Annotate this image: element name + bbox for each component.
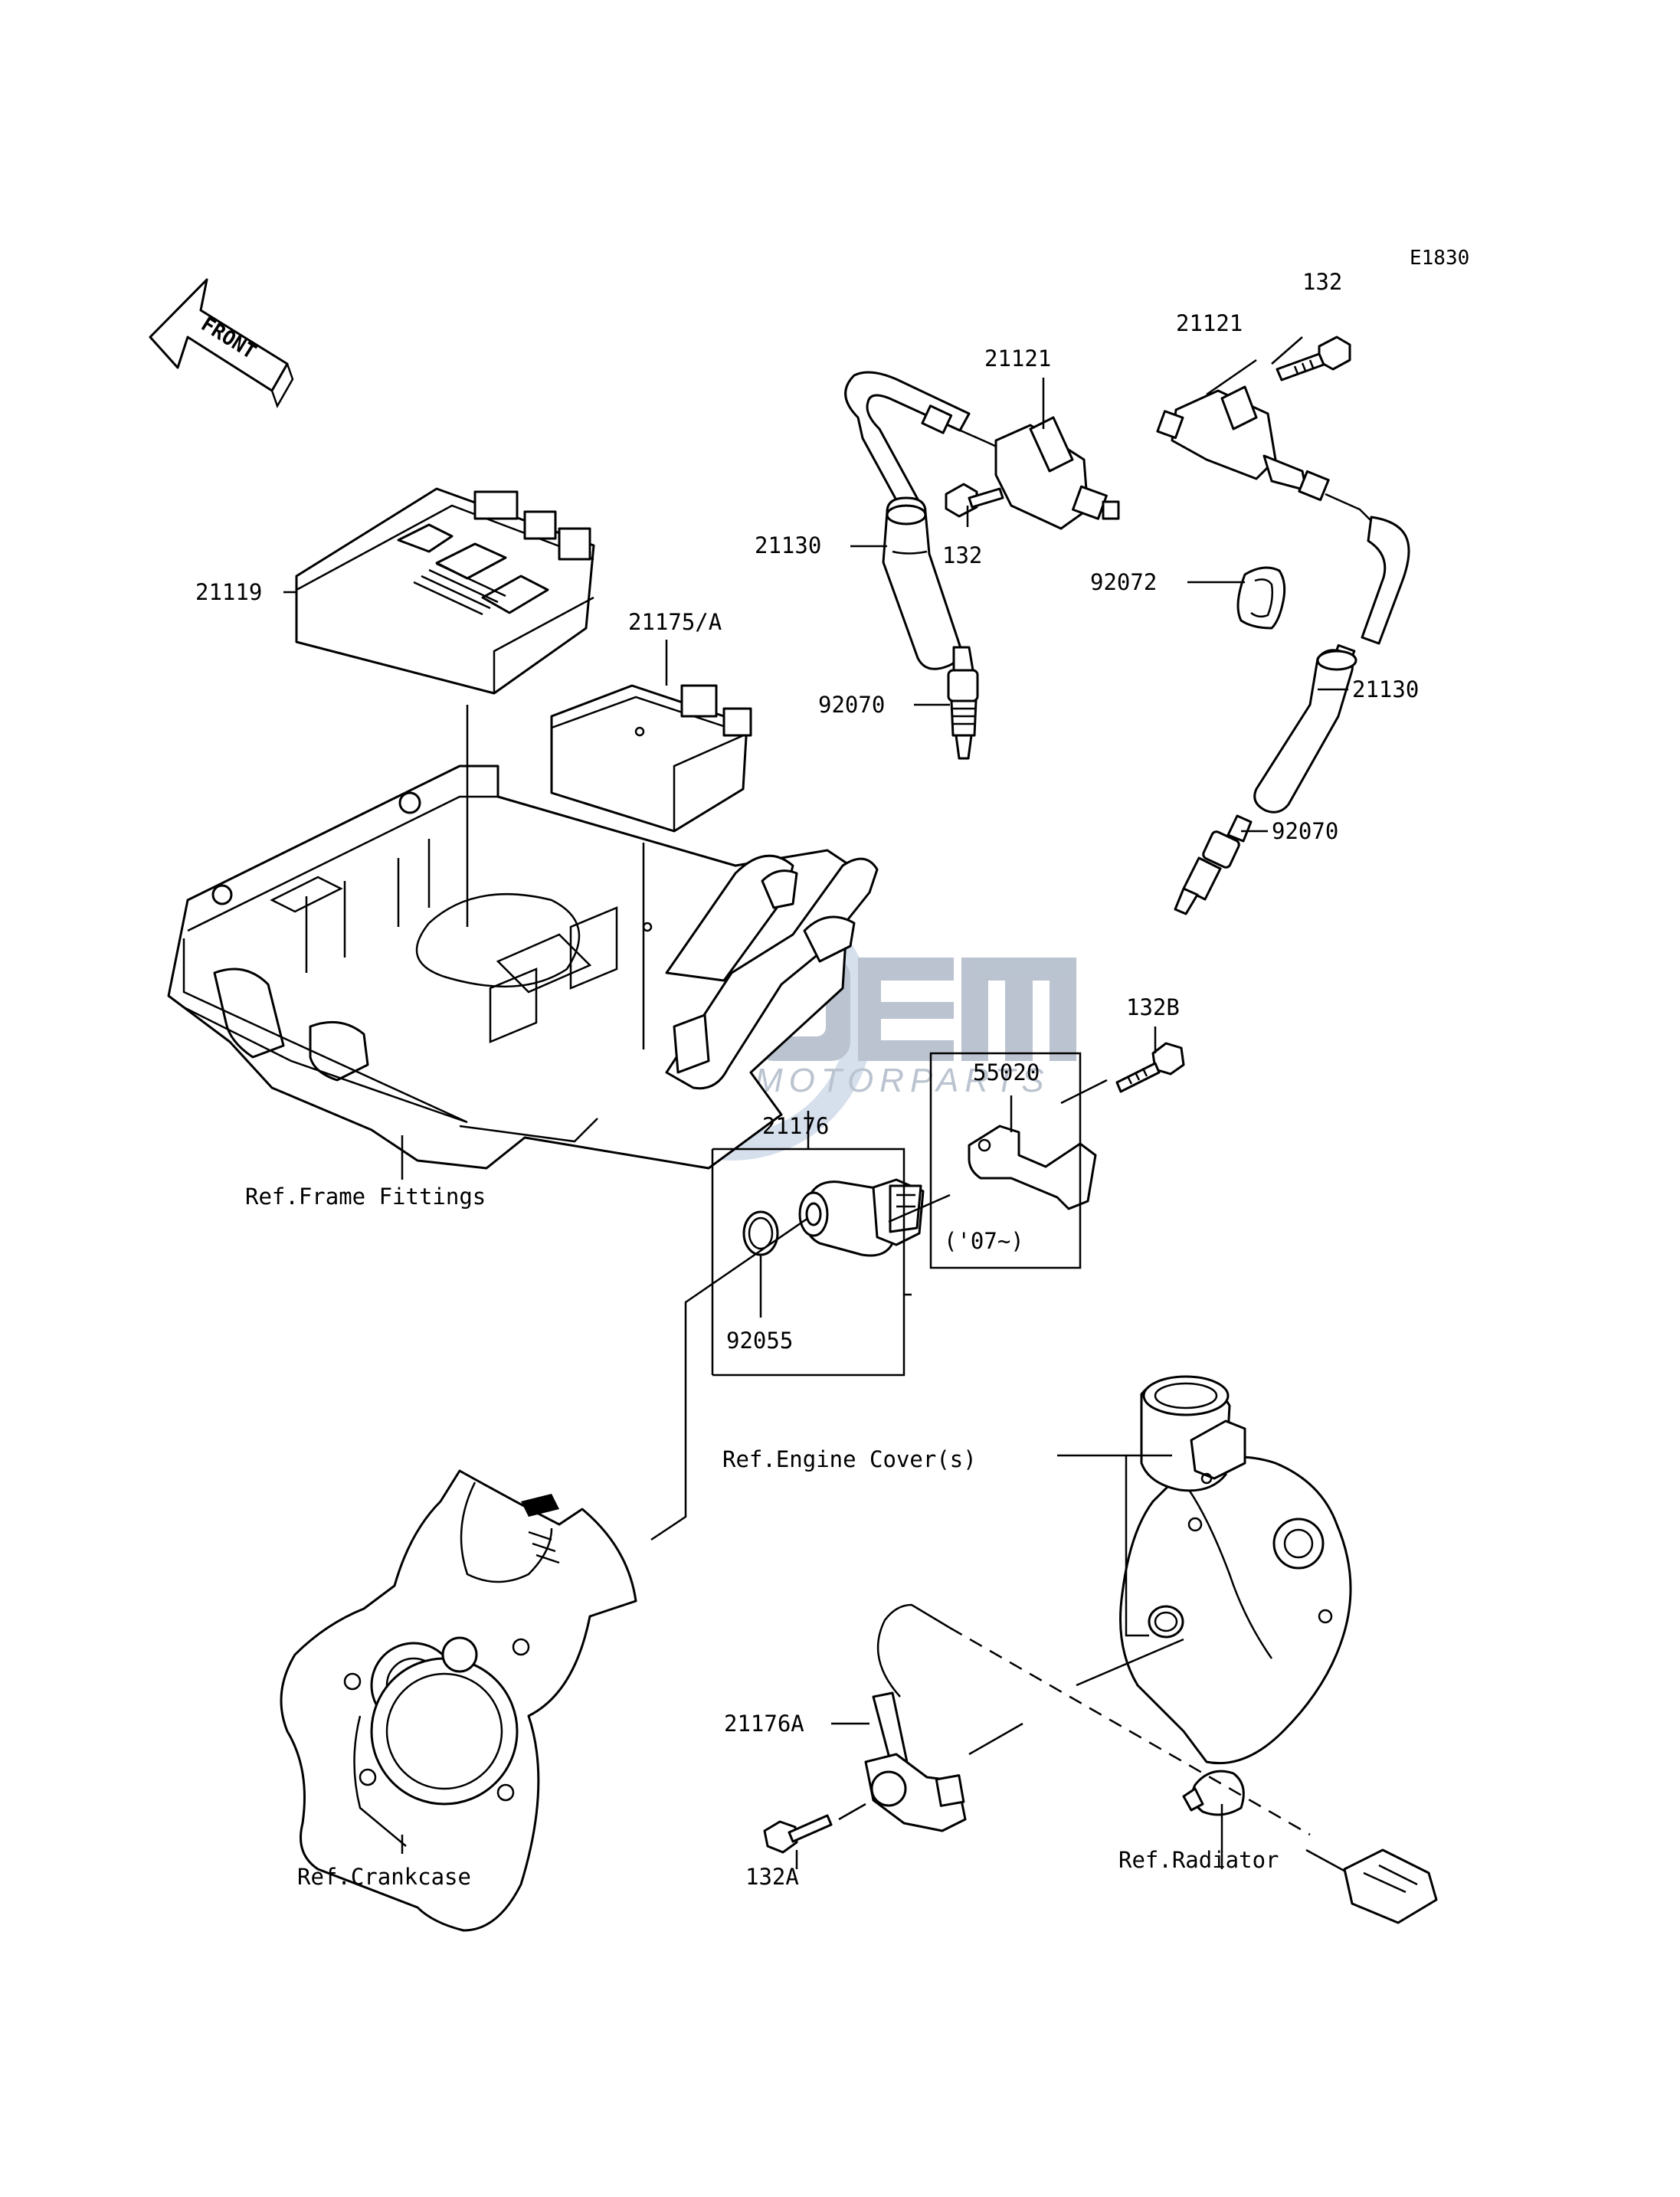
label-07-onward: ('07~) (944, 1228, 1024, 1254)
part-labels: 132 21121 21121 132 21130 21119 21175/A … (195, 269, 1419, 1890)
radiator-clamp (1182, 1770, 1245, 1816)
plug-cap-left (882, 496, 962, 670)
label-21175A: 21175/A (628, 609, 722, 635)
front-direction-arrow: FRONT (149, 278, 294, 408)
o-ring-92055 (742, 1210, 779, 1256)
label-55020: 55020 (973, 1059, 1040, 1085)
engine-cover (1119, 1375, 1352, 1765)
label-92070-left: 92070 (818, 692, 885, 718)
leader-lines (283, 336, 1348, 1869)
o-ring-engine-cover (1148, 1605, 1184, 1639)
label-ref-radiator: Ref.Radiator (1118, 1847, 1279, 1873)
diagram-code: E1830 (1410, 247, 1469, 270)
label-21130-right: 21130 (1352, 676, 1419, 702)
label-ref-frame-fittings: Ref.Frame Fittings (245, 1184, 486, 1210)
cam-position-sensor-21176 (798, 1178, 925, 1257)
bolt-132B (1115, 1042, 1185, 1093)
frame-bracket (665, 854, 879, 1090)
crankcase (280, 1469, 637, 1932)
label-21130-left: 21130 (755, 532, 821, 558)
box-21176-group (711, 1111, 912, 1377)
sensor-21176A (864, 1603, 967, 1832)
spark-plug-right (1174, 814, 1253, 915)
ignition-coil-left (844, 371, 1120, 530)
label-ref-crankcase: Ref.Crankcase (297, 1864, 471, 1890)
label-132-mid: 132 (942, 542, 982, 568)
label-132-top: 132 (1302, 269, 1342, 295)
bolt-132-mid (945, 483, 1004, 518)
wire-clamp-92072 (1236, 566, 1286, 630)
label-92055: 92055 (726, 1328, 793, 1354)
label-21121-left: 21121 (984, 345, 1051, 372)
sensor-bracket-55020 (968, 1125, 1097, 1210)
bolt-132-top (1276, 336, 1351, 381)
ignition-coil-right (1156, 385, 1410, 680)
watermark-letter-m (961, 958, 1076, 1061)
label-21176A: 21176A (724, 1711, 804, 1737)
label-21121-right: 21121 (1176, 310, 1243, 336)
igniter-21175A (550, 684, 752, 833)
label-92072: 92072 (1090, 569, 1157, 595)
label-132B: 132B (1126, 994, 1180, 1020)
label-ref-engine-covers: Ref.Engine Cover(s) (722, 1446, 977, 1472)
plug-cap-right (1253, 649, 1357, 814)
watermark-letter-e (858, 958, 954, 1061)
bolt-132A (763, 1814, 833, 1854)
label-21176: 21176 (762, 1113, 829, 1139)
label-21119: 21119 (195, 579, 262, 605)
connector-plug (1305, 1848, 1438, 1924)
label-132A: 132A (745, 1864, 799, 1890)
box-55020-group (929, 1052, 1082, 1269)
watermark-tagline: MOTORPARTS (755, 1062, 1050, 1099)
label-92070-right: 92070 (1272, 818, 1338, 844)
ecu-21119 (295, 487, 595, 695)
spark-plug-left (947, 646, 979, 760)
